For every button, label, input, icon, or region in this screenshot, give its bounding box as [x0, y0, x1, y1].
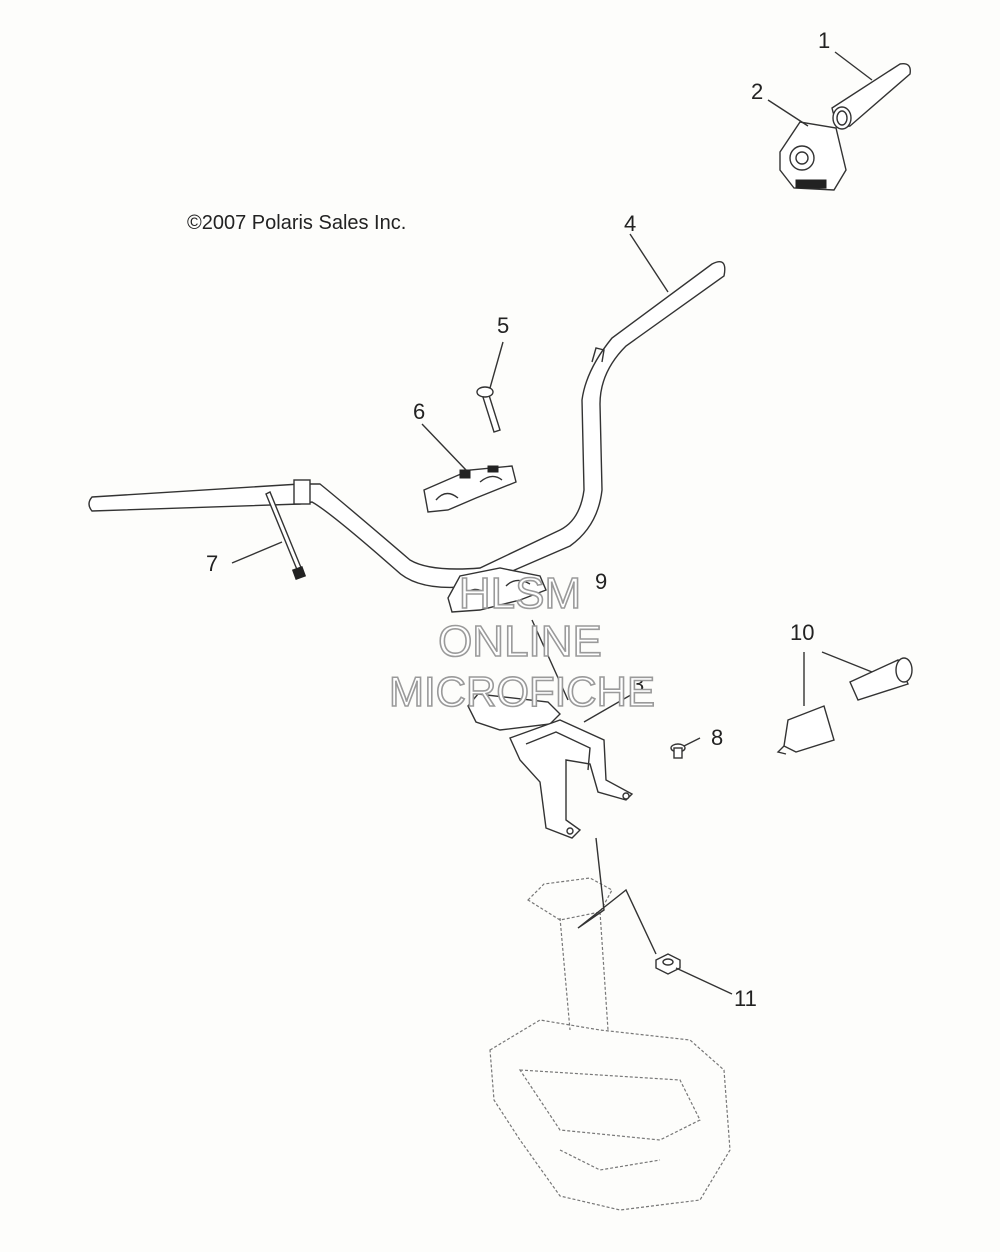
- rivet-part: [670, 743, 686, 759]
- callout-7: 7: [206, 551, 218, 576]
- callout-5: 5: [497, 313, 509, 338]
- callout-2: 2: [751, 79, 763, 104]
- callout-1: 1: [818, 28, 830, 53]
- grip-tube-part: [831, 63, 911, 130]
- watermark: HLSM ONLINE MICROFICHE: [388, 568, 656, 716]
- copyright-text: ©2007 Polaris Sales Inc.: [187, 212, 406, 234]
- nut-part: [655, 953, 681, 975]
- watermark-line-3: MICROFICHE: [389, 668, 655, 715]
- callout-11: 11: [734, 986, 757, 1011]
- grip-and-end-plug-part: [776, 657, 913, 755]
- upper-clamp-part: [423, 465, 517, 513]
- long-bolt-part: [265, 491, 307, 581]
- callout-3: 3: [632, 672, 644, 697]
- leader-lines: [231, 51, 873, 995]
- clamp-bolt-part: [476, 386, 501, 433]
- callout-6: 6: [413, 399, 425, 424]
- callout-10: 10: [790, 620, 814, 645]
- callout-4: 4: [624, 211, 636, 236]
- callout-labels: 1 2 3 4 5 6 7 8 9 10 11: [206, 28, 830, 1011]
- lower-clamp-part: [447, 567, 547, 613]
- throttle-grip-housing-part: [779, 121, 847, 191]
- callout-9: 9: [595, 569, 607, 594]
- watermark-line-2: ONLINE: [438, 617, 602, 666]
- callout-8: 8: [711, 725, 723, 750]
- frame-reference: [489, 877, 731, 1211]
- handlebar-part: [88, 261, 726, 589]
- watermark-line-1: HLSM: [459, 569, 581, 618]
- handlebar-mount-bracket-part: [467, 693, 634, 839]
